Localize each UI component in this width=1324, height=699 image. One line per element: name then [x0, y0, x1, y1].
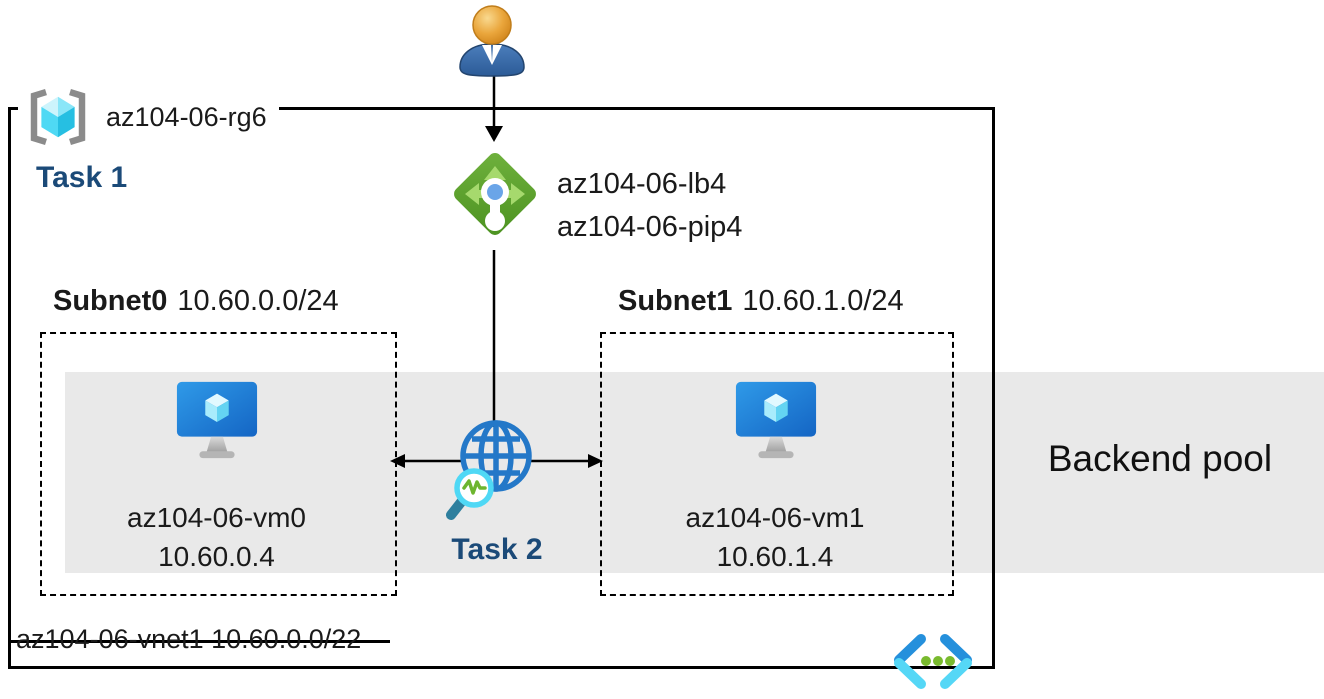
- load-balancer-name: az104-06-lb4: [557, 168, 727, 200]
- task2-label: Task 2: [451, 533, 543, 566]
- vm0-ip: 10.60.0.4: [158, 541, 275, 572]
- subnet0-label: Subnet0 10.60.0.0/24: [53, 285, 339, 318]
- load-balancer-icon: [454, 153, 536, 235]
- public-ip-name: az104-06-pip4: [557, 211, 743, 243]
- vm0-label: az104-06-vm0 10.60.0.4: [40, 498, 393, 576]
- vm0-name: az104-06-vm0: [127, 502, 306, 533]
- vm-icon: [176, 381, 258, 459]
- subnet0-name: Subnet0: [53, 285, 168, 317]
- load-balancer-labels: az104-06-lb4 az104-06-pip4: [557, 163, 742, 249]
- subnet1-name: Subnet1: [618, 285, 733, 317]
- subnet0-cidr: 10.60.0.0/24: [177, 285, 339, 317]
- resource-group-box: [8, 107, 995, 669]
- vnet-label: az104-06-vnet1 10.60.0.0/22: [16, 624, 362, 654]
- resource-group-name: az104-06-rg6: [106, 101, 267, 132]
- vm1-ip: 10.60.1.4: [716, 541, 834, 572]
- user-icon: [459, 5, 525, 77]
- subnet0-box: [40, 332, 397, 596]
- subnet1-label: Subnet1 10.60.1.0/24: [618, 285, 904, 318]
- subnet1-cidr: 10.60.1.0/24: [742, 285, 904, 317]
- vnet-boundary-line: [8, 640, 390, 643]
- resource-group-label-group: az104-06-rg6: [18, 86, 279, 148]
- task1-label: Task 1: [36, 161, 128, 194]
- backend-pool-label: Backend pool: [1047, 438, 1273, 479]
- vm1-label: az104-06-vm1 10.60.1.4: [600, 498, 950, 576]
- resource-group-icon: [30, 88, 86, 146]
- backend-pool-band: [65, 372, 1324, 573]
- code-brackets-icon: [894, 634, 972, 689]
- vm-icon: [735, 381, 817, 459]
- vm1-name: az104-06-vm1: [685, 502, 865, 533]
- subnet1-box: [600, 332, 954, 596]
- network-watcher-icon: [446, 420, 532, 520]
